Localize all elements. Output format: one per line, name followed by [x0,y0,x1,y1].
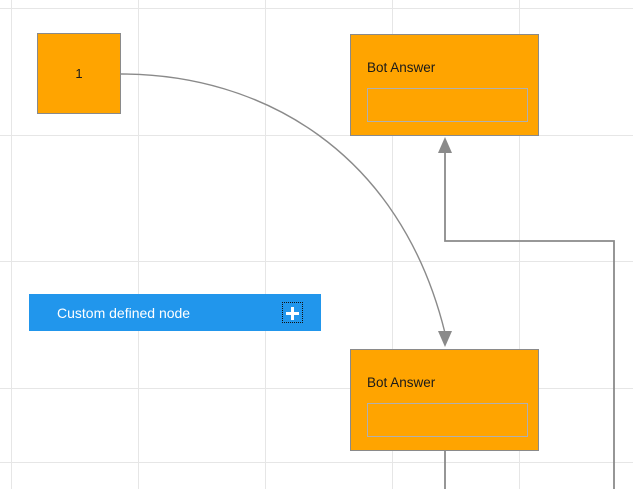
custom-defined-node-label: Custom defined node [57,304,191,321]
custom-defined-node-bar[interactable]: Custom defined node [29,294,321,331]
node-bot-answer-top-slot[interactable] [367,88,528,122]
node-1[interactable]: 1 [37,33,121,114]
node-bot-answer-bottom-title: Bot Answer [367,375,436,390]
edge-curved[interactable] [120,73,452,347]
edge-orthogonal[interactable] [438,137,615,489]
arrowhead-up [438,137,452,153]
node-bot-answer-top-title: Bot Answer [367,60,436,75]
node-bot-answer-top[interactable]: Bot Answer [350,34,539,136]
node-bot-answer-bottom-slot[interactable] [367,403,528,437]
node-1-label: 1 [75,66,83,81]
arrowhead-down [438,331,452,347]
plus-icon-vertical-bar [291,306,294,320]
plus-icon[interactable] [282,302,303,323]
node-bot-answer-bottom[interactable]: Bot Answer [350,349,539,451]
